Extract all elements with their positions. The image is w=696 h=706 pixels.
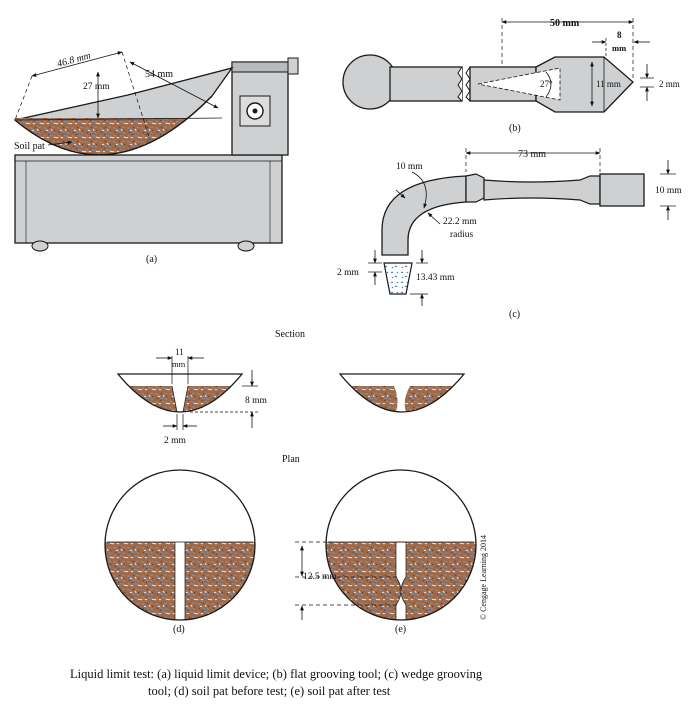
groove-plan-d: [175, 542, 185, 620]
dim-8-d: 8 mm: [245, 396, 268, 406]
dim-2-c: 2 mm: [337, 268, 360, 278]
dim-46-8: 46.8 mm: [56, 50, 92, 70]
tag-a: (a): [146, 254, 157, 265]
tag-e: (e): [395, 624, 406, 635]
dim-2-d: 2 mm: [164, 436, 187, 446]
soil-section-d: [118, 386, 242, 412]
foot-right: [237, 240, 255, 252]
dim-12-5-label: 12.5 mm: [303, 572, 337, 582]
bent-shank: [381, 175, 467, 256]
plan-title: Plan: [282, 454, 300, 465]
soil-pat-label: Soil pat: [14, 141, 45, 152]
radius-word: radius: [450, 230, 474, 240]
caption-line-2: tool; (d) soil pat before test; (e) soil…: [148, 684, 391, 698]
dim-10-c-top: 10 mm: [396, 162, 423, 172]
angle-27: 27°: [540, 79, 553, 89]
tool-b: 27° 11 mm 50 mm 8 mm 2 mm (b): [342, 18, 680, 134]
tag-b: (b): [509, 123, 521, 134]
tag-d: (d): [173, 624, 185, 635]
figure-caption: Liquid limit test: (a) liquid limit devi…: [70, 666, 630, 700]
device-base: [14, 154, 283, 244]
dim-2-b: 2 mm: [659, 79, 680, 89]
dim-73: 73 mm: [518, 149, 546, 160]
wedge-tip: [383, 262, 413, 295]
plan-e: (e): [325, 469, 477, 635]
dim-13-43: 13.43 mm: [416, 273, 455, 283]
radius-value: 22.2 mm: [443, 217, 477, 227]
dim-10-c-right: 10 mm: [655, 186, 682, 196]
plan-d: (d): [104, 469, 256, 635]
soil-section-e: [340, 386, 464, 412]
caption-line-1: Liquid limit test: (a) liquid limit devi…: [70, 667, 483, 681]
tool-c: 73 mm 10 mm 22.2 mm radius 10 mm 2 mm 13…: [337, 148, 682, 320]
section-d: 11 mm 8 mm 2 mm: [116, 347, 268, 446]
section-e: [338, 373, 466, 413]
dim-11-b: 11 mm: [596, 79, 621, 89]
device-a: 46.8 mm 27 mm 54 mm Soil pat (a): [13, 50, 299, 265]
dim-27: 27 mm: [83, 82, 110, 92]
copyright-text: © Cengage Learning 2014: [479, 535, 488, 620]
tag-c: (c): [509, 309, 520, 320]
section-title: Section: [275, 329, 305, 340]
foot-left: [31, 240, 49, 252]
dim-50: 50 mm: [550, 18, 580, 29]
dim-11-d-unit: mm: [172, 359, 186, 369]
dim-8-b: 8: [617, 30, 622, 40]
dim-12-5: 12.5 mm: [295, 541, 398, 620]
handle-c: [599, 173, 645, 207]
dim-11-d: 11: [175, 347, 184, 357]
handle-ball: [342, 54, 398, 110]
groove-plan-e: [395, 541, 407, 620]
dim-8-b-unit: mm: [612, 43, 626, 53]
dim-54: 54 mm: [145, 69, 173, 80]
